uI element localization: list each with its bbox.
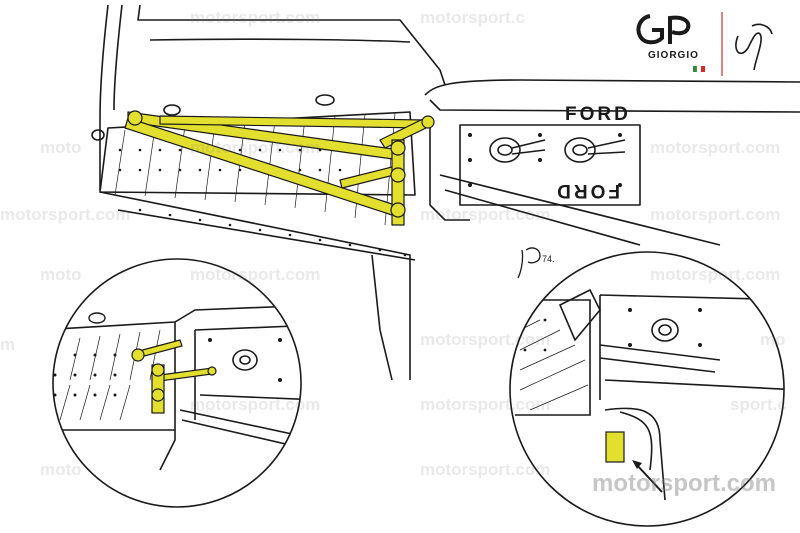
flag-green [693, 66, 697, 72]
engine-label-mirrored: FORD [554, 180, 620, 201]
pipe [599, 344, 721, 373]
monocoque-panel [371, 254, 393, 381]
body-outline [149, 38, 411, 43]
engine-port [489, 137, 521, 163]
pivot-joint [390, 140, 406, 156]
logo-mark [636, 14, 664, 45]
engine-outline [459, 124, 641, 206]
hatching [519, 319, 589, 411]
pipe [604, 407, 666, 501]
right-inset-frame [509, 251, 785, 527]
left-inset-frame [52, 258, 302, 508]
monocoque-panel [99, 111, 416, 196]
engine-port [658, 324, 672, 336]
main-view [91, 4, 800, 381]
signature-logo [735, 23, 773, 71]
engine-port [497, 144, 513, 156]
monocoque-panel [117, 209, 416, 261]
wishbone-highlight-detail [131, 339, 217, 414]
rear-wishbone-highlight [124, 110, 435, 226]
pivot-joint [390, 202, 406, 218]
pointer-arrow [635, 463, 663, 493]
fitting [315, 94, 335, 106]
engine-port [564, 137, 596, 163]
monocoque-panel [99, 191, 411, 380]
pivot-joint [421, 115, 435, 129]
engine-label: FORD [565, 104, 631, 125]
body-outline [113, 4, 123, 111]
left-inset-detail [53, 259, 301, 507]
flag-white [696, 65, 702, 73]
engine-outline [424, 79, 800, 96]
logo-mark [668, 15, 691, 44]
monocoque-panel [515, 299, 591, 416]
logo-text: GIORGIO [648, 50, 699, 61]
right-inset-detail [510, 252, 784, 526]
engine-port [239, 355, 251, 365]
body-outline [99, 4, 109, 190]
engine-outline [429, 120, 470, 221]
engine-outline [444, 189, 641, 246]
brand-logo [636, 12, 773, 76]
engine-outline [439, 174, 721, 246]
engine-outline [429, 99, 800, 113]
flag-red [701, 66, 705, 72]
body-outline [53, 304, 301, 331]
fitting [163, 104, 181, 116]
watermark-main: motorsport.com [592, 470, 777, 497]
body-outline [137, 4, 446, 86]
pivot-joint [127, 110, 143, 126]
engine-port [572, 144, 588, 156]
fitting [88, 312, 106, 324]
artist-signature [517, 247, 541, 279]
bracket-highlight [605, 431, 625, 463]
pipe [511, 139, 626, 155]
body-outline [159, 322, 176, 471]
pivot-joint [390, 167, 406, 183]
engine-port [232, 349, 258, 371]
engine-port [651, 318, 679, 342]
fitting [91, 129, 105, 141]
rivets [118, 133, 622, 257]
signature-year: 74. [542, 254, 555, 264]
brace [558, 288, 601, 342]
